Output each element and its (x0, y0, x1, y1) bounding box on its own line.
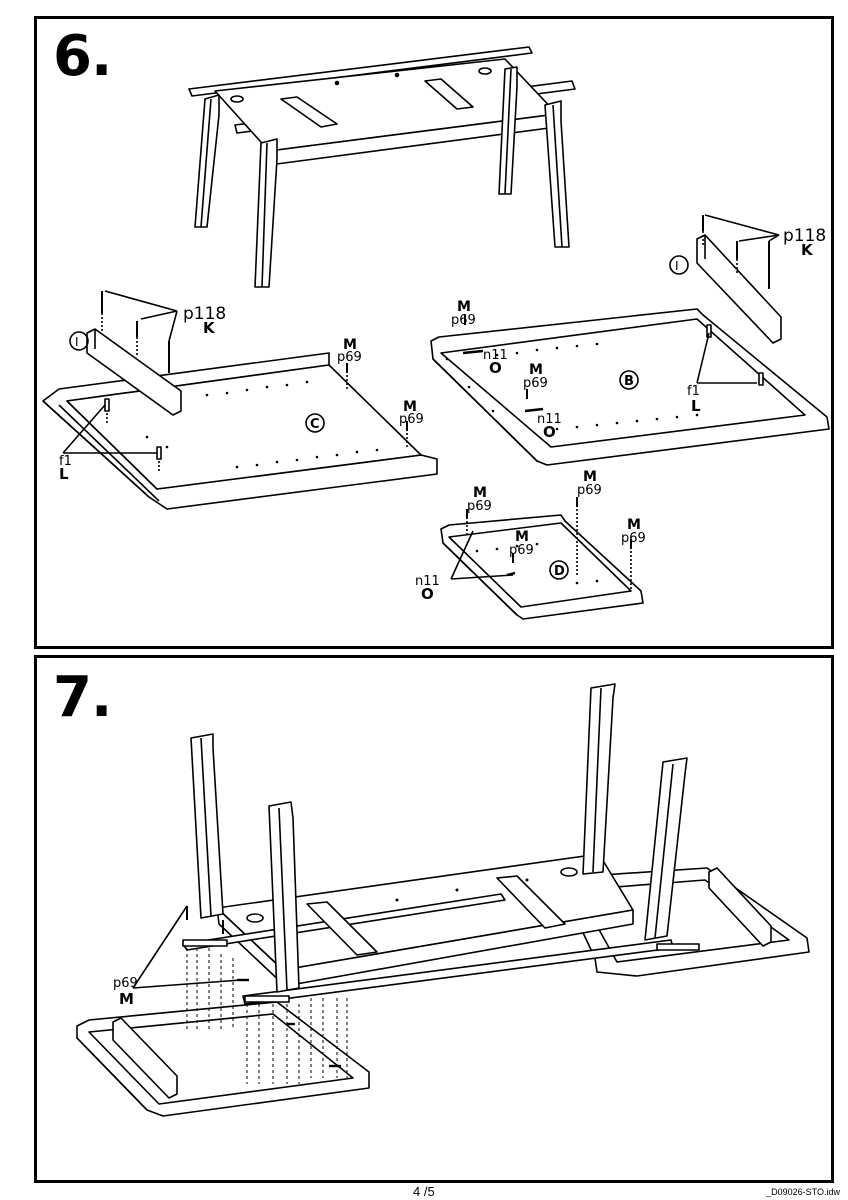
label-panel-b: B (624, 374, 634, 389)
label-part-p69: p69 (621, 531, 646, 546)
label-part-p69: p69 (399, 412, 424, 427)
step-number: 7. (53, 665, 112, 730)
alignment-guides (186, 948, 348, 1084)
label-letter-m: M (529, 362, 543, 378)
file-name: _D09026-STO.idw (766, 1187, 840, 1197)
step-6-panel: 6. (34, 16, 834, 649)
label-letter-m: M (457, 299, 471, 315)
step-number: 6. (53, 24, 112, 89)
label-letter-m: M (119, 990, 134, 1008)
label-letter-l: L (691, 397, 701, 415)
label-part-p69: p69 (577, 483, 602, 498)
step-6-diagram: p118 K I M p69 M p69 C f1 L (42, 46, 830, 620)
label-letter-l: L (59, 465, 69, 483)
label-part-p69: p69 (509, 543, 534, 558)
label-panel-c: C (310, 417, 320, 432)
label-letter-m: M (473, 485, 487, 501)
label-part-p69: p69 (523, 376, 548, 391)
label-part-n11: n11 (483, 348, 508, 363)
tabletop-panel-b (430, 214, 830, 466)
label-part-p69: p69 (467, 499, 492, 514)
tabletop-left-half (76, 939, 700, 1117)
label-letter-k: K (203, 319, 216, 337)
label-part-p69: p69 (113, 976, 138, 991)
label-letter-o: O (421, 585, 434, 603)
label-letter-i: I (75, 335, 79, 349)
label-part-p118: p118 (183, 304, 226, 324)
label-letter-m: M (403, 399, 417, 415)
label-letter-m: M (343, 337, 357, 353)
table-frame-assembled (188, 46, 576, 288)
label-letter-m: M (583, 469, 597, 485)
tabletop-panel-d (440, 497, 644, 620)
label-letter-m: M (515, 529, 529, 545)
tabletop-panel-c (42, 290, 438, 510)
label-letter-i: I (675, 259, 679, 273)
label-part-p118: p118 (783, 226, 826, 246)
step-7-panel: 7. (34, 655, 834, 1183)
table-frame-upside-down (182, 683, 688, 1005)
label-letter-m: M (627, 517, 641, 533)
label-part-f1: f1 (687, 384, 700, 399)
page-number: 4 /5 (413, 1184, 435, 1199)
label-part-f1: f1 (59, 454, 72, 469)
label-panel-d: D (554, 564, 565, 579)
step-7-diagram (76, 683, 810, 1117)
label-part-p69: p69 (451, 313, 476, 328)
label-part-n11: n11 (415, 574, 440, 589)
label-part-n11: n11 (537, 412, 562, 427)
label-part-p69: p69 (337, 350, 362, 365)
label-letter-k: K (801, 241, 814, 259)
label-letter-o: O (489, 359, 502, 377)
label-letter-o: O (543, 423, 556, 441)
